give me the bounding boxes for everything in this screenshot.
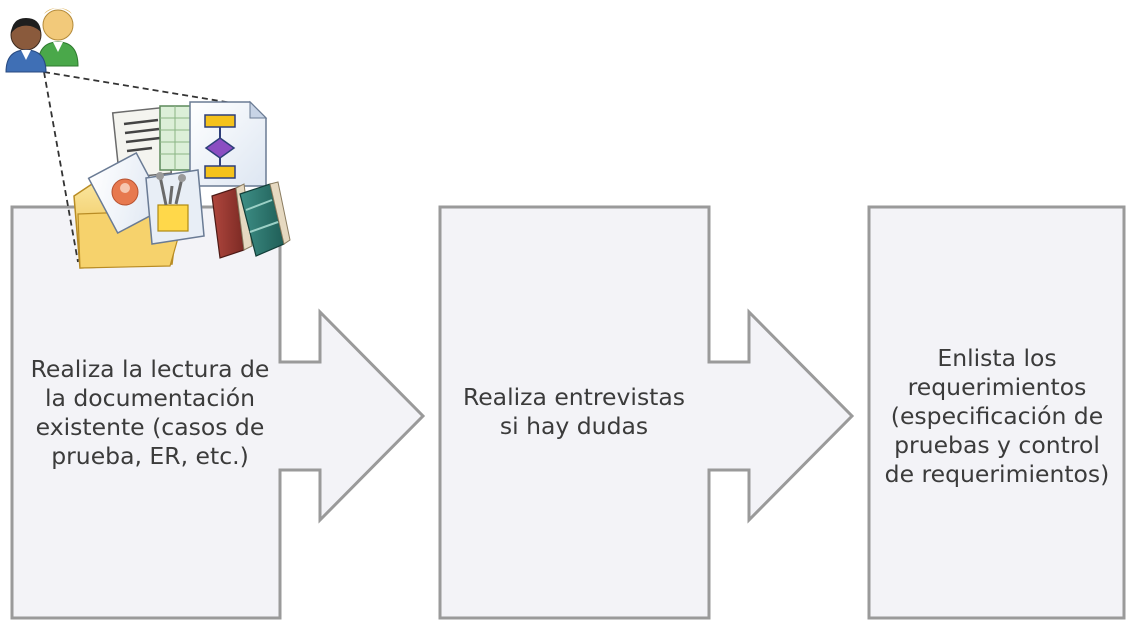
users-icon bbox=[5, 8, 79, 73]
toolbox-icon bbox=[145, 169, 205, 245]
step-1-shape bbox=[10, 205, 426, 620]
step-1-label: Realiza la lectura de la documentación e… bbox=[30, 355, 270, 470]
documents-collection-icon bbox=[73, 100, 291, 269]
step-2-label: Realiza entrevistas si hay dudas bbox=[462, 383, 686, 440]
step-3-shape bbox=[867, 205, 1126, 620]
books-icon bbox=[211, 181, 291, 259]
dashed-projection-lines bbox=[43, 71, 245, 263]
diagram-document-icon bbox=[189, 100, 268, 187]
step-2-shape bbox=[438, 205, 855, 620]
image-document-icon bbox=[87, 151, 167, 235]
step-3-label: Enlista los requerimientos (especificaci… bbox=[884, 343, 1110, 488]
